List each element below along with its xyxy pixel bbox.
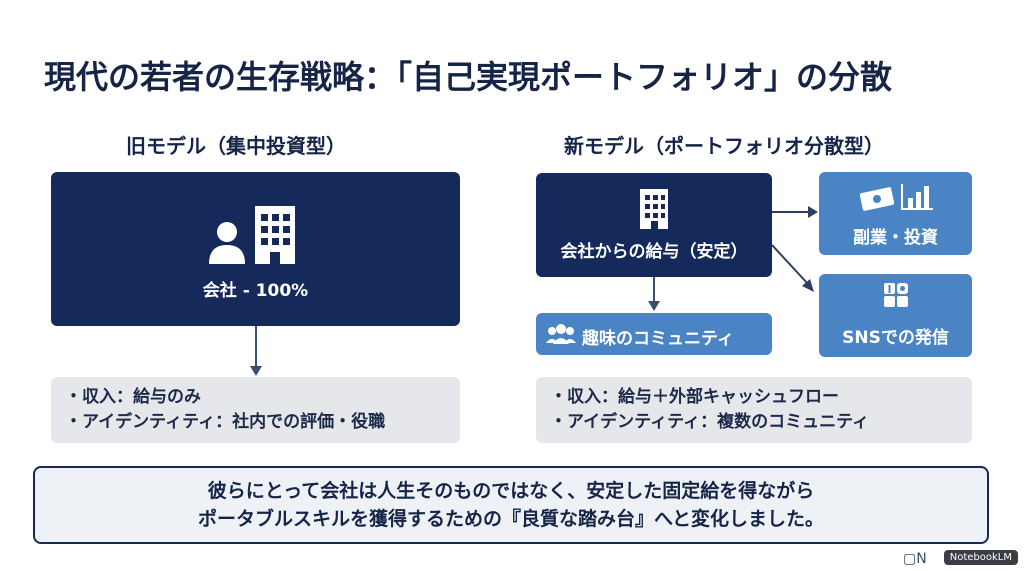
salary-box: 会社からの給与（安定） bbox=[536, 173, 772, 277]
brand-logo-text: N bbox=[916, 551, 927, 567]
arrow-down-icon bbox=[648, 277, 660, 311]
summary-box: 彼らにとって会社は人生そのものではなく、安定した固定給を得ながら ポータブルスキ… bbox=[33, 466, 989, 544]
sns-box: SNSでの発信 bbox=[819, 274, 972, 357]
old-model-details: ・収入：給与のみ ・アイデンティティ：社内での評価・役職 bbox=[51, 377, 460, 443]
group-icon bbox=[546, 324, 576, 344]
new-model-heading: 新モデル（ポートフォリオ分散型） bbox=[564, 134, 884, 158]
old-model-company-label: 会社 - 100% bbox=[202, 281, 309, 301]
new-model-income: ・収入：給与＋外部キャッシュフロー bbox=[550, 387, 839, 407]
old-model-heading: 旧モデル（集中投資型） bbox=[126, 134, 346, 158]
page-title: 現代の若者の生存戦略：「自己実現ポートフォリオ」の分散 bbox=[44, 58, 893, 96]
community-label: 趣味のコミュニティ bbox=[582, 329, 734, 349]
community-box: 趣味のコミュニティ bbox=[536, 313, 772, 355]
arrow-down-icon bbox=[250, 326, 262, 376]
new-model-details: ・収入：給与＋外部キャッシュフロー ・アイデンティティ：複数のコミュニティ bbox=[536, 377, 972, 443]
notebook-icon: ▢ bbox=[903, 551, 917, 567]
side-invest-label: 副業・投資 bbox=[853, 228, 938, 248]
branch-arrows bbox=[772, 206, 818, 292]
new-model-identity: ・アイデンティティ：複数のコミュニティ bbox=[550, 412, 870, 432]
old-model-income: ・収入：給与のみ bbox=[65, 387, 201, 407]
summary-line-1: 彼らにとって会社は人生そのものではなく、安定した固定給を得ながら bbox=[207, 480, 815, 502]
old-model-identity: ・アイデンティティ：社内での評価・役職 bbox=[65, 412, 386, 432]
side-invest-box: 副業・投資 bbox=[819, 172, 972, 255]
social-media-icon bbox=[884, 283, 908, 307]
person-building-icon bbox=[209, 206, 295, 264]
brand-logo: ▢N bbox=[903, 551, 927, 567]
brand-badge: NotebookLM bbox=[943, 550, 1018, 565]
salary-label: 会社からの給与（安定） bbox=[560, 242, 748, 262]
old-model-company-box: 会社 - 100% bbox=[51, 172, 460, 326]
summary-line-2: ポータブルスキルを獲得するための『良質な踏み台』へと変化しました。 bbox=[197, 508, 825, 530]
money-chart-icon bbox=[859, 184, 933, 211]
sns-label: SNSでの発信 bbox=[842, 328, 949, 348]
building-icon bbox=[640, 189, 668, 229]
